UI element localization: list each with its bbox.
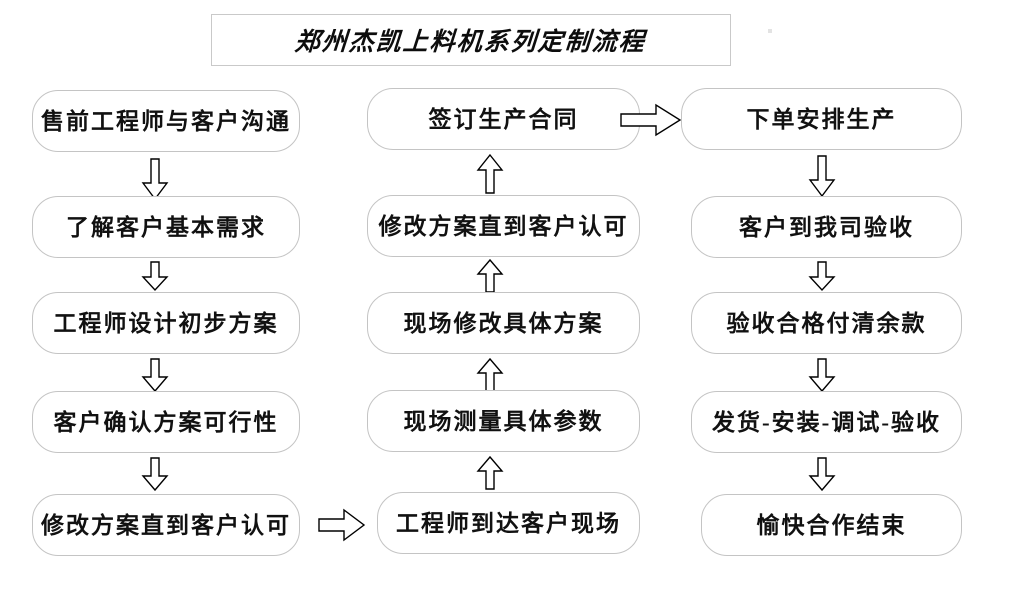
node-right-5[interactable]: 愉快合作结束 <box>701 494 962 556</box>
node-left-5[interactable]: 修改方案直到客户认可 <box>32 494 300 556</box>
node-middle-5-label: 工程师到达客户现场 <box>396 510 621 536</box>
node-middle-2-label: 修改方案直到客户认可 <box>378 213 629 239</box>
node-middle-1-label: 签订生产合同 <box>428 106 579 132</box>
arrow-middle-4-3 <box>476 357 504 392</box>
node-middle-3[interactable]: 现场修改具体方案 <box>367 292 640 354</box>
node-middle-4-label: 现场测量具体参数 <box>403 408 604 434</box>
arrow-middle-5-4 <box>476 455 504 490</box>
node-right-3-label: 验收合格付清余款 <box>726 310 927 336</box>
arrow-right-3-4 <box>808 358 836 393</box>
node-middle-3-label: 现场修改具体方案 <box>403 310 604 336</box>
arrow-middle-2-1 <box>476 153 504 194</box>
arrow-middle-3-2 <box>476 258 504 293</box>
arrow-middle-to-right <box>620 103 682 137</box>
chart-title: 郑州杰凯上料机系列定制流程 <box>294 29 648 56</box>
node-left-1-label: 售前工程师与客户沟通 <box>41 108 291 134</box>
node-right-5-label: 愉快合作结束 <box>756 512 907 538</box>
arrow-right-1-2 <box>808 155 836 198</box>
node-right-2[interactable]: 客户到我司验收 <box>691 196 962 258</box>
chart-title-box: 郑州杰凯上料机系列定制流程 <box>211 14 731 66</box>
arrow-left-to-middle <box>318 508 366 542</box>
node-right-3[interactable]: 验收合格付清余款 <box>691 292 962 354</box>
arrow-left-2-3 <box>141 261 169 292</box>
arrow-left-1-2 <box>141 158 169 201</box>
node-left-2[interactable]: 了解客户基本需求 <box>32 196 300 258</box>
node-left-4-label: 客户确认方案可行性 <box>53 409 279 435</box>
node-middle-5[interactable]: 工程师到达客户现场 <box>377 492 640 554</box>
node-middle-2[interactable]: 修改方案直到客户认可 <box>367 195 640 257</box>
arrow-left-4-5 <box>141 457 169 492</box>
node-middle-1[interactable]: 签订生产合同 <box>367 88 640 150</box>
node-right-4[interactable]: 发货-安装-调试-验收 <box>691 391 962 453</box>
node-left-1[interactable]: 售前工程师与客户沟通 <box>32 90 300 152</box>
node-left-5-label: 修改方案直到客户认可 <box>41 512 291 538</box>
node-right-2-label: 客户到我司验收 <box>739 214 914 240</box>
node-left-3[interactable]: 工程师设计初步方案 <box>32 292 300 354</box>
node-right-1[interactable]: 下单安排生产 <box>681 88 962 150</box>
node-right-1-label: 下单安排生产 <box>746 106 897 132</box>
node-middle-4[interactable]: 现场测量具体参数 <box>367 390 640 452</box>
node-left-3-label: 工程师设计初步方案 <box>53 310 279 336</box>
arrow-right-4-5 <box>808 457 836 492</box>
arrow-left-3-4 <box>141 358 169 393</box>
node-right-4-label: 发货-安装-调试-验收 <box>712 409 941 435</box>
node-left-2-label: 了解客户基本需求 <box>66 214 266 240</box>
node-left-4[interactable]: 客户确认方案可行性 <box>32 391 300 453</box>
arrow-right-2-3 <box>808 261 836 292</box>
stray-artifact-dot <box>768 29 772 33</box>
